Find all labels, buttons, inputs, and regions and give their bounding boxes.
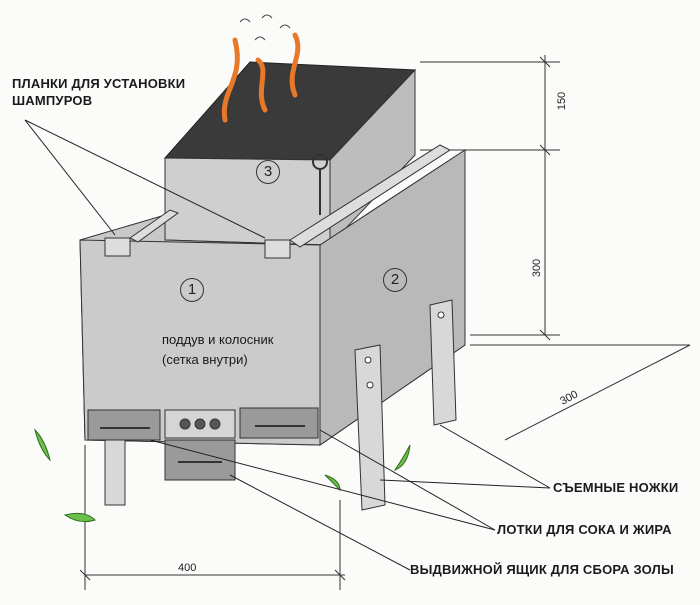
removable-legs-label: СЪЕМНЫЕ НОЖКИ <box>553 480 679 495</box>
juice-trays-label: ЛОТКИ ДЛЯ СОКА И ЖИРА <box>497 522 672 537</box>
blower-label-line1: поддув и колосник <box>162 332 274 347</box>
legs <box>104 299 457 511</box>
leader-lines <box>24 119 551 571</box>
skewer-bars-label-line1: ПЛАНКИ ДЛЯ УСТАНОВКИ <box>12 76 186 91</box>
blower-label-line2: (сетка внутри) <box>162 352 248 367</box>
dimension-top-height: 150 <box>556 91 569 111</box>
skewer-bars-label-line2: ШАМПУРОВ <box>12 93 93 108</box>
smoke <box>239 14 291 41</box>
dimension-width: 400 <box>178 562 197 574</box>
section-1-marker: 1 <box>180 278 204 302</box>
dimension-body-height: 300 <box>531 258 544 278</box>
flames <box>221 32 301 123</box>
section-3-marker: 3 <box>256 160 280 184</box>
section-2-marker: 2 <box>383 268 407 292</box>
ash-drawer-label: ВЫДВИЖНОЙ ЯЩИК ДЛЯ СБОРА ЗОЛЫ <box>410 562 674 577</box>
drawers <box>87 407 319 481</box>
skewer-bars <box>104 144 452 259</box>
grass <box>34 428 411 523</box>
hook-icon <box>312 154 328 215</box>
